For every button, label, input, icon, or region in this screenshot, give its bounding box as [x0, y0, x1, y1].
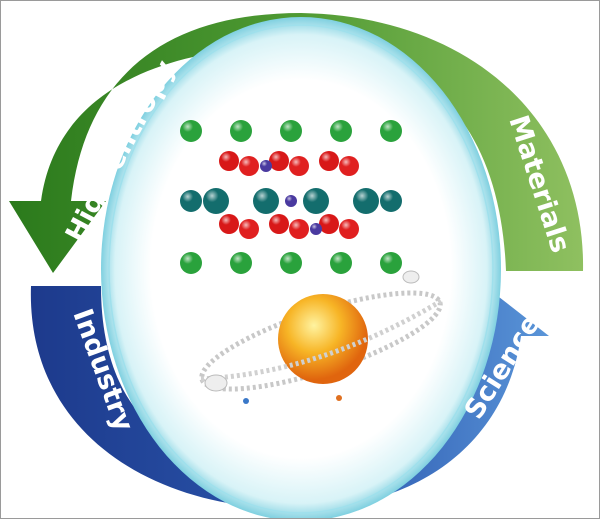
red-atom-highlight — [339, 219, 359, 239]
green-atom-highlight — [330, 252, 352, 274]
red-atom-highlight — [269, 151, 289, 171]
red-atom-highlight — [239, 156, 259, 176]
green-atom-highlight — [280, 120, 302, 142]
green-atom-highlight — [380, 120, 402, 142]
moon-sphere — [204, 374, 228, 392]
teal-atom-highlight — [253, 188, 279, 214]
green-atom-highlight — [230, 252, 252, 274]
green-atom-highlight — [180, 120, 202, 142]
small-planet — [336, 395, 342, 401]
teal-atom-highlight — [380, 190, 402, 212]
green-atom-highlight — [380, 252, 402, 274]
red-atom-highlight — [289, 219, 309, 239]
green-atom-highlight — [330, 120, 352, 142]
red-atom-highlight — [319, 214, 339, 234]
teal-atom-highlight — [303, 188, 329, 214]
red-atom-highlight — [319, 151, 339, 171]
green-atom-highlight — [230, 120, 252, 142]
red-atom-highlight — [219, 151, 239, 171]
oval-outline — [108, 24, 494, 514]
red-atom-highlight — [289, 156, 309, 176]
teal-atom-highlight — [203, 188, 229, 214]
crystal-lattice — [180, 120, 402, 274]
red-atom-highlight — [239, 219, 259, 239]
moon-sphere — [402, 270, 420, 284]
teal-atom-highlight — [180, 190, 202, 212]
red-atom-highlight — [339, 156, 359, 176]
orbit-ring-front — [200, 298, 443, 382]
green-arrow — [9, 13, 584, 273]
green-atom-highlight — [280, 252, 302, 274]
green-atom-highlight — [180, 252, 202, 274]
small-planet — [243, 398, 249, 404]
purple-atom-highlight — [260, 160, 272, 172]
teal-atom-highlight — [353, 188, 379, 214]
sun-sphere — [278, 294, 368, 384]
red-atom-highlight — [219, 214, 239, 234]
purple-atom-highlight — [285, 195, 297, 207]
purple-atom-highlight — [310, 223, 322, 235]
red-atom-highlight — [269, 214, 289, 234]
